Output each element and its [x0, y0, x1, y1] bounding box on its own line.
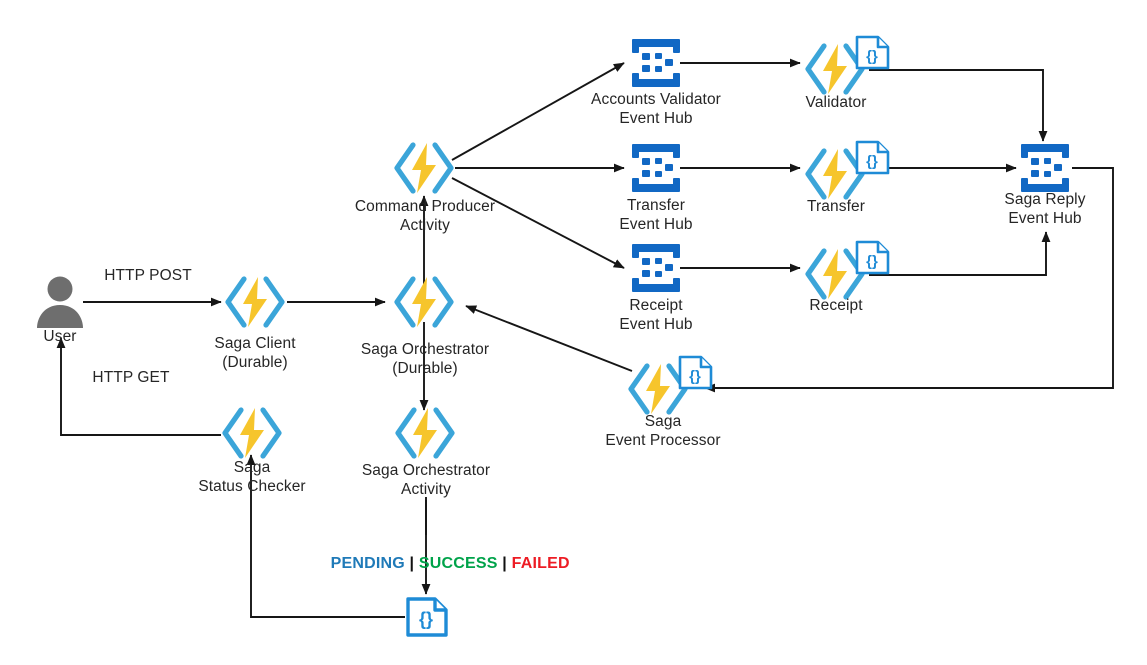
node-label-accounts-validator-event-hub: Accounts Validator Event Hub	[591, 91, 721, 127]
node-label-saga-reply-event-hub: Saga Reply Event Hub	[1004, 191, 1086, 227]
node-saga-status-checker[interactable]	[219, 405, 285, 466]
azure-function-icon	[395, 407, 455, 459]
azure-function-json-icon: {}	[628, 355, 713, 415]
node-label-saga-orchestrator-activity: Saga Orchestrator Activity	[361, 462, 491, 498]
node-receipt-event-hub[interactable]	[629, 241, 683, 300]
node-label-saga-status-checker: Saga Status Checker	[198, 459, 306, 495]
node-transfer-event-hub[interactable]	[629, 141, 683, 200]
node-saga-client[interactable]	[222, 274, 288, 335]
json-doc-badge: {}	[678, 355, 713, 390]
status-success: SUCCESS	[418, 555, 498, 572]
event-hub-icon	[632, 39, 680, 87]
status-separator-2: |	[497, 555, 512, 572]
edge-saga-reply-hub-to-event-processor	[704, 167, 1114, 393]
node-user[interactable]	[28, 272, 92, 337]
event-hub-icon	[632, 144, 680, 192]
azure-function-icon	[222, 407, 282, 459]
node-saga-orchestrator[interactable]	[391, 274, 457, 335]
svg-text:{}: {}	[689, 368, 701, 385]
azure-function-icon	[394, 142, 454, 194]
node-label-saga-client: Saga Client (Durable)	[214, 335, 296, 371]
node-label-transfer-event-hub: Transfer Event Hub	[619, 197, 693, 233]
node-label-saga-orchestrator: Saga Orchestrator (Durable)	[360, 341, 490, 377]
node-label-saga-event-processor: Saga Event Processor	[605, 413, 721, 449]
node-receipt[interactable]: {}	[802, 240, 894, 307]
status-failed: FAILED	[511, 555, 570, 572]
node-saga-event-processor[interactable]: {}	[625, 355, 717, 422]
json-doc-badge: {}	[855, 35, 890, 70]
status-flags-label: PENDING | SUCCESS | FAILED	[312, 537, 570, 591]
svg-text:{}: {}	[419, 609, 433, 629]
svg-text:{}: {}	[866, 253, 878, 270]
node-label-receipt-event-hub: Receipt Event Hub	[619, 297, 693, 333]
node-label-command-producer-activity: Command Producer Activity	[354, 198, 496, 234]
edge-command-producer-to-receipt-hub	[451, 177, 625, 269]
edge-event-processor-to-orchestrator	[465, 305, 633, 372]
event-hub-icon	[1021, 144, 1069, 192]
status-separator-1: |	[404, 555, 419, 572]
node-saga-orchestrator-activity[interactable]	[392, 405, 458, 466]
azure-function-json-icon: {}	[805, 140, 890, 200]
svg-text:{}: {}	[866, 48, 878, 65]
node-command-producer-activity[interactable]	[391, 140, 457, 201]
node-label-validator: Validator	[805, 94, 867, 111]
node-saga-reply-event-hub[interactable]	[1018, 141, 1072, 200]
edge-command-producer-to-accounts-hub	[451, 62, 625, 161]
node-validator[interactable]: {}	[802, 35, 894, 102]
json-doc-badge: {}	[855, 140, 890, 175]
azure-function-json-icon: {}	[805, 240, 890, 300]
node-label-transfer: Transfer	[807, 198, 865, 215]
node-status-json-doc[interactable]: {}	[405, 596, 449, 643]
azure-function-json-icon: {}	[805, 35, 890, 95]
svg-text:{}: {}	[866, 153, 878, 170]
edge-status-checker-to-user	[56, 337, 221, 436]
edge-validator-to-saga-reply-hub	[869, 69, 1048, 142]
azure-function-icon	[225, 276, 285, 328]
edge-label-http-post: HTTP POST	[104, 267, 192, 284]
node-label-user: User	[43, 328, 77, 345]
edge-label-http-get: HTTP GET	[92, 369, 170, 386]
azure-function-icon	[394, 276, 454, 328]
edge-json-doc-to-status-checker	[246, 454, 405, 618]
status-pending: PENDING	[330, 555, 405, 572]
node-label-receipt: Receipt	[809, 297, 863, 314]
node-accounts-validator-event-hub[interactable]	[629, 36, 683, 95]
edge-receipt-to-saga-reply-hub	[869, 231, 1051, 276]
node-transfer[interactable]: {}	[802, 140, 894, 207]
json-doc-icon: {}	[406, 597, 448, 637]
json-doc-badge: {}	[855, 240, 890, 275]
user-icon	[37, 276, 83, 328]
event-hub-icon	[632, 244, 680, 292]
